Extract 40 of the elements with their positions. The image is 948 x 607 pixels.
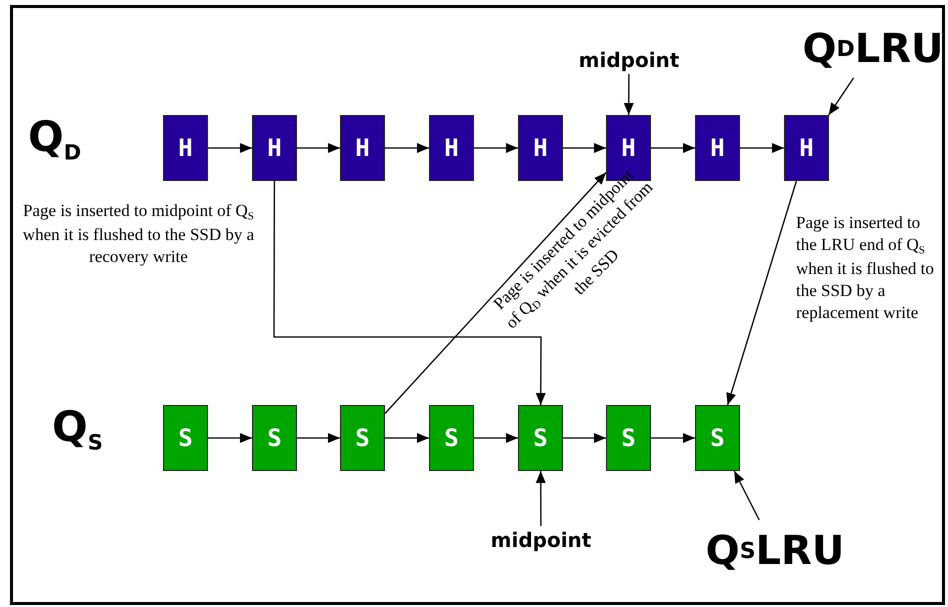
arrow [474,433,518,443]
annotation: Page is inserted to midpoint of Q$_{S}$ when it is flushed to the SSD by a recovery write [22,200,256,268]
callout-label: midpoint [574,46,684,74]
arrow [273,181,546,405]
leader-arrow [624,74,634,115]
hdd-page-box: H [163,115,208,181]
arrow [385,143,429,153]
arrow [297,143,340,153]
hdd-page-box: H [340,115,385,181]
hdd-page-box: H [429,115,474,181]
ssd-page-box: S [518,405,563,471]
arrow [651,143,695,153]
arrow [384,172,606,414]
arrow [651,433,695,443]
queue-name: Q$_{D}$ [28,112,82,164]
queue-name: Q$_{S}$ [52,402,103,454]
leader-arrow [828,78,854,116]
ssd-page-box: S [606,405,651,471]
arrow [726,180,798,406]
hdd-page-box: H [695,115,740,181]
arrow [297,433,340,443]
arrow [563,143,606,153]
hdd-page-box: H [252,115,297,181]
ssd-page-box: S [340,405,385,471]
arrow [563,433,606,443]
leader-arrow [734,470,760,520]
arrow [385,433,429,443]
ssd-page-box: S [163,405,208,471]
hdd-page-box: H [784,115,829,181]
arrow [474,143,518,153]
annotation: Page is inserted to the LRU end of Q$_{S}$ when it is flushed to the SSD by a replacement write [796,212,935,324]
arrow [208,143,252,153]
ssd-page-box: S [252,405,297,471]
arrow [208,433,252,443]
ssd-page-box: S [429,405,474,471]
leader-arrow [536,471,546,526]
hdd-page-box: H [518,115,563,181]
arrow [740,143,784,153]
callout-label: midpoint [486,526,596,554]
ssd-page-box: S [695,405,740,471]
